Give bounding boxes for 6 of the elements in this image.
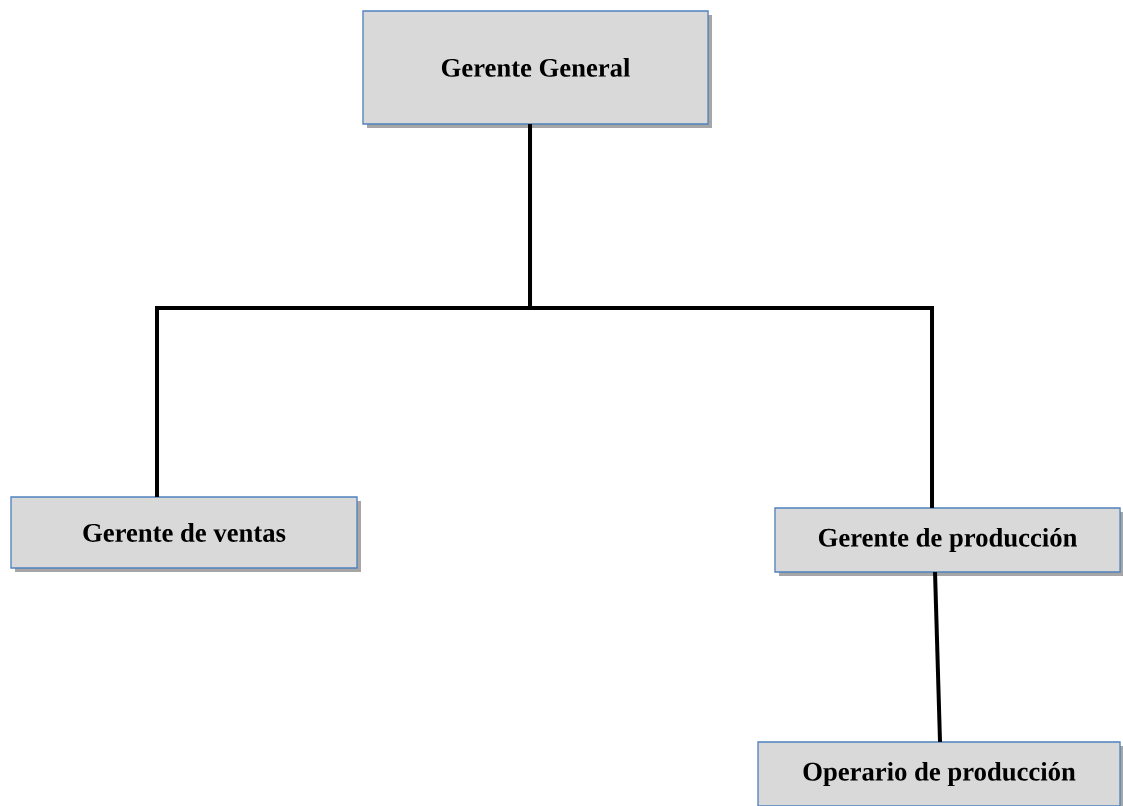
org-box: Gerente de ventas — [10, 496, 361, 572]
connector-line — [528, 124, 934, 508]
org-box: Gerente General — [362, 10, 712, 128]
connector-line — [933, 571, 942, 743]
org-box: Gerente de producción — [774, 507, 1123, 576]
org-box: Operario de producción — [757, 741, 1123, 806]
